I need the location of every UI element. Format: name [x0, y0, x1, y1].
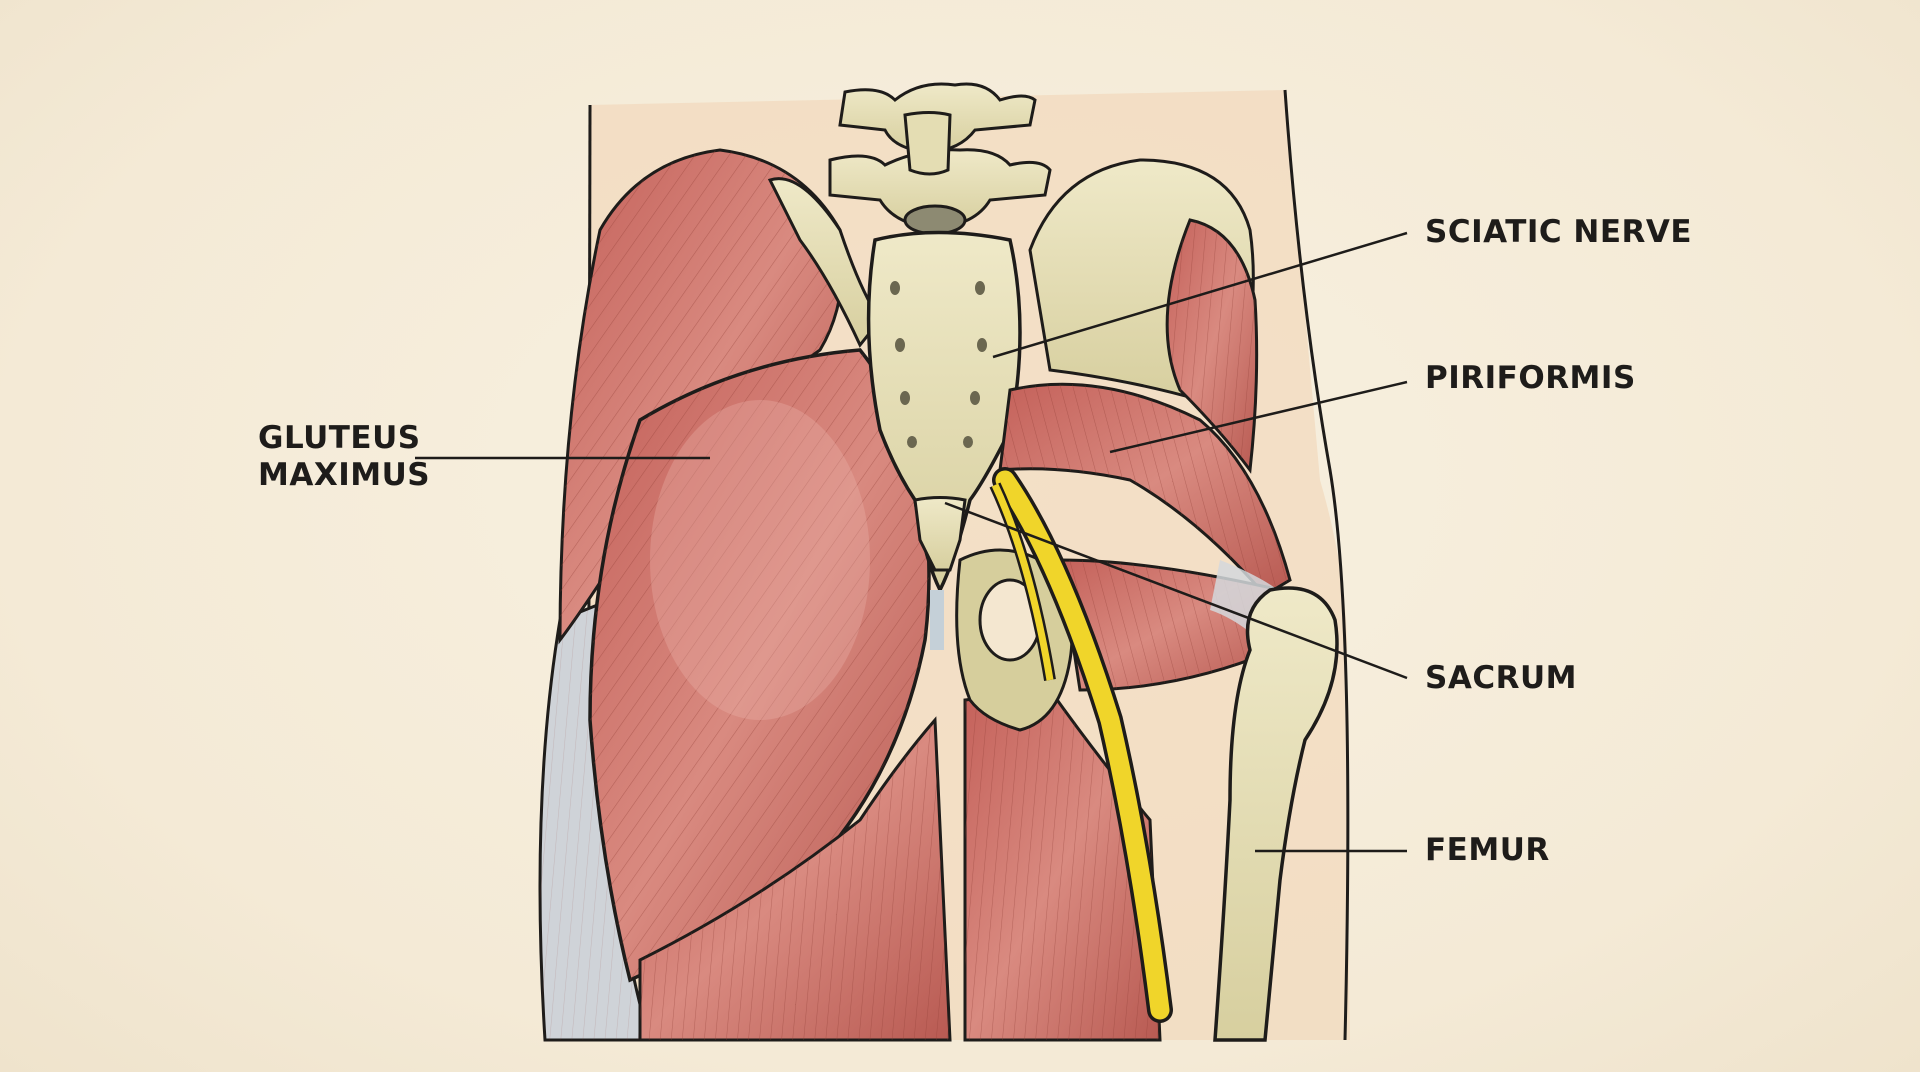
label-gluteus-line2: MAXIMUS [258, 457, 431, 493]
label-piriformis: PIRIFORMIS [1425, 360, 1636, 396]
label-gluteus-maximus: GLUTEUS MAXIMUS [258, 420, 430, 494]
label-sacrum: SACRUM [1425, 660, 1577, 696]
label-femur: FEMUR [1425, 832, 1550, 868]
label-sciatic-nerve: SCIATIC NERVE [1425, 214, 1693, 250]
sacral-foramina [890, 281, 987, 448]
leader-sciatic [992, 231, 1408, 359]
leader-piriformis [1109, 380, 1408, 454]
lumbar-vertebrae [828, 82, 1052, 236]
leader-lines [415, 231, 1408, 853]
label-gluteus-line1: GLUTEUS [258, 420, 421, 456]
femur-bone [1213, 586, 1339, 1042]
leader-sacrum [944, 501, 1408, 680]
